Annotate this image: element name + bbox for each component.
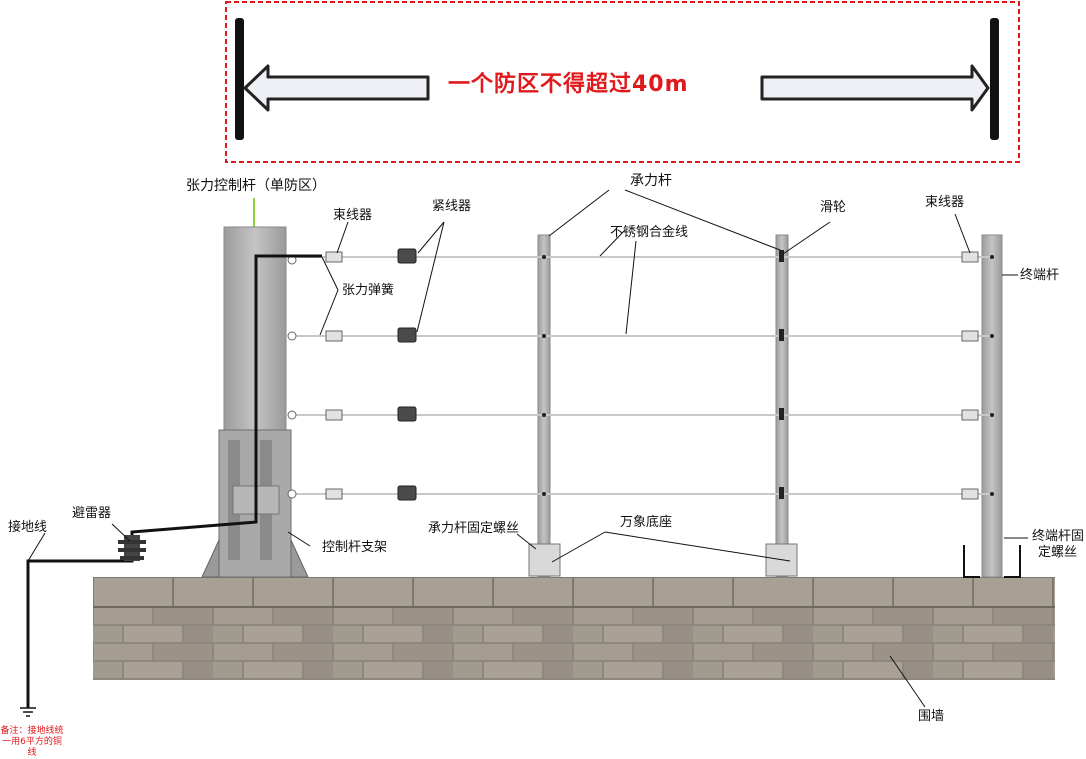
label-universal-base: 万象底座 bbox=[620, 515, 673, 530]
wire-hardware bbox=[287, 248, 994, 501]
ground-symbol bbox=[20, 707, 36, 717]
label-terminal-bolt-line1: 终端杆固 bbox=[1032, 529, 1085, 544]
label-lightning-arrester: 避雷器 bbox=[72, 506, 112, 521]
bearing-pole-1 bbox=[537, 234, 551, 578]
label-ground-wire: 接地线 bbox=[8, 520, 48, 535]
label-wire-clip-right: 束线器 bbox=[925, 195, 965, 210]
wall-cap bbox=[93, 577, 1055, 607]
bearing-pole-2 bbox=[775, 234, 789, 578]
zone-arrow-left bbox=[243, 64, 430, 112]
zone-arrow-right bbox=[760, 64, 990, 112]
zone-length-limit: 一个防区不得超过40m bbox=[448, 72, 689, 97]
label-tension-control-pole: 张力控制杆（单防区） bbox=[186, 178, 326, 194]
label-stainless-wire: 不锈钢合金线 bbox=[610, 225, 689, 240]
label-control-bracket: 控制杆支架 bbox=[322, 540, 388, 555]
terminal-pole bbox=[981, 234, 1003, 578]
label-bearing-pole: 承力杆 bbox=[630, 173, 672, 189]
wall-body bbox=[93, 607, 1055, 680]
label-tension-spring: 张力弹簧 bbox=[342, 283, 395, 298]
label-wall: 围墙 bbox=[918, 709, 945, 724]
label-pulley: 滑轮 bbox=[820, 200, 847, 215]
zone-end-bar-right bbox=[990, 18, 999, 140]
leader-lines bbox=[27, 189, 1028, 708]
alloy-wires bbox=[296, 256, 990, 495]
label-wire-clip-left: 束线器 bbox=[333, 208, 373, 223]
ground-wire-note: 备注：接地线统一用6平方的铜线 bbox=[0, 726, 64, 758]
label-tightener: 紧线器 bbox=[432, 199, 472, 214]
zone-end-bar-left bbox=[235, 18, 244, 140]
lightning-arrester bbox=[118, 535, 146, 561]
label-bearing-bolt: 承力杆固定螺丝 bbox=[428, 521, 520, 536]
label-terminal-bolt-line2: 定螺丝 bbox=[1038, 545, 1078, 560]
label-terminal-pole: 终端杆 bbox=[1020, 268, 1060, 283]
zone-frame bbox=[225, 1, 1020, 163]
